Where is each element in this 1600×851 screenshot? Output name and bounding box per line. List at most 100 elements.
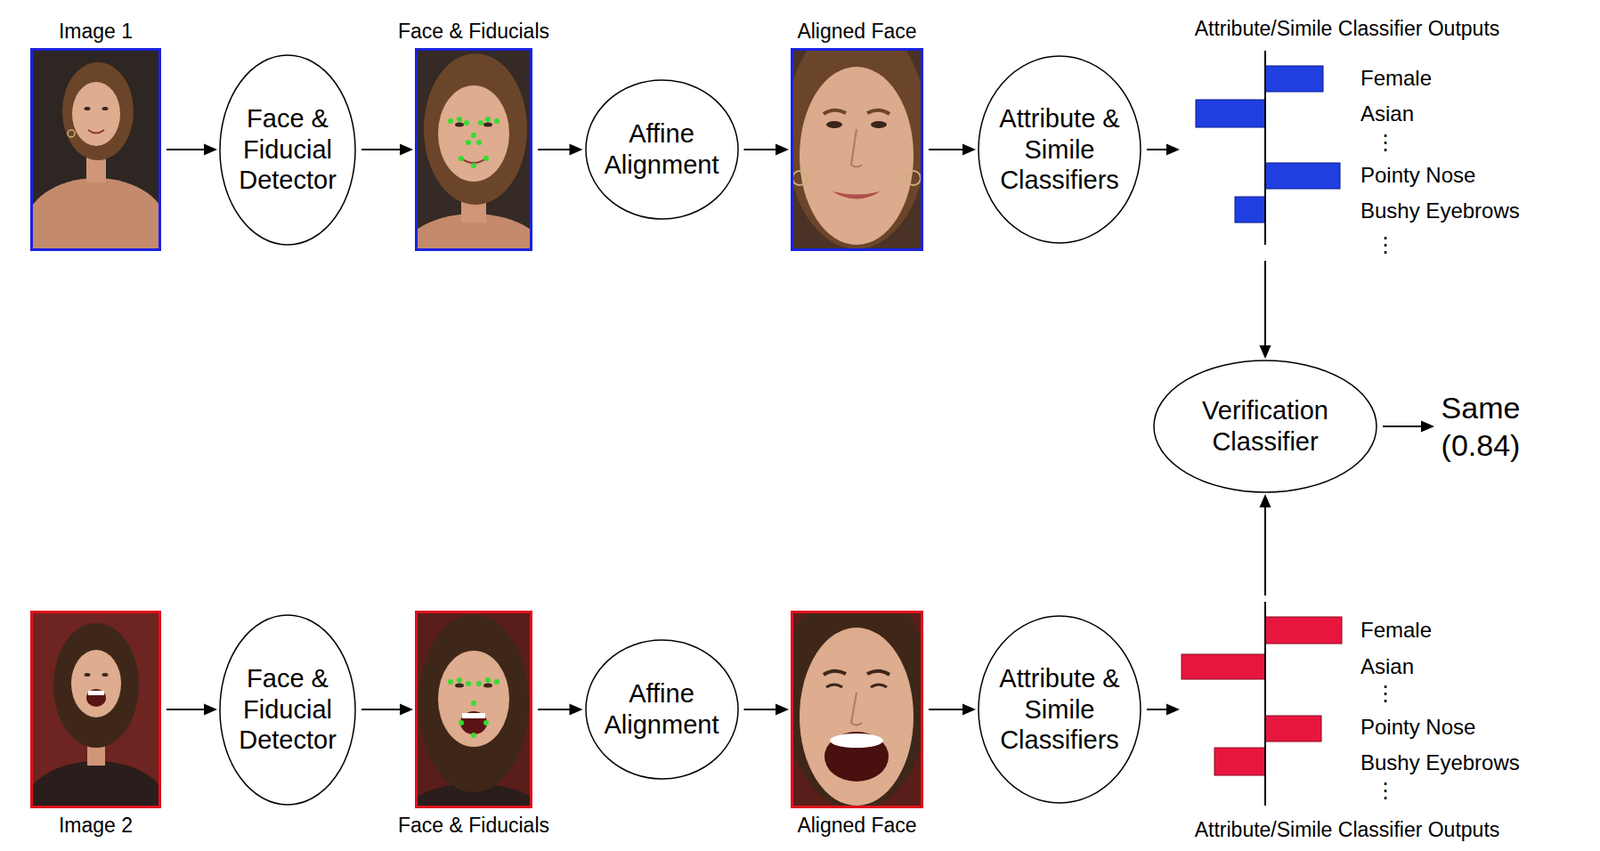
arrowhead (1259, 494, 1272, 508)
connector-line (361, 148, 402, 151)
fiducial-dot (485, 677, 491, 683)
arrowhead (962, 704, 976, 716)
fiducial-dot (485, 116, 491, 122)
photo-face (30, 48, 162, 252)
arrowhead (775, 144, 789, 156)
bar (1265, 65, 1324, 92)
caption-label: Face & Fiducials (397, 19, 550, 43)
ellipse-outline (1153, 359, 1378, 494)
fiducial-points (447, 116, 500, 169)
attribute-label: Pointy Nose (1360, 714, 1476, 740)
hair (62, 62, 134, 161)
fiducial-dot (458, 720, 464, 726)
fiducial-dot (483, 155, 489, 162)
connector-arrow (744, 144, 790, 156)
photo-background (414, 48, 533, 252)
photo-box: Aligned Face (790, 610, 924, 809)
fiducial-dot (458, 155, 464, 162)
bar (1181, 654, 1266, 680)
fiducial-dot (476, 681, 482, 687)
ellipse-shape (1153, 360, 1377, 493)
eye (84, 106, 91, 111)
fiducial-dot (476, 139, 482, 146)
fiducial-dot (494, 118, 500, 124)
process-ellipse: Face & Fiducial Detector (219, 54, 357, 246)
connector-arrow (361, 144, 414, 156)
photo-box: Aligned Face (790, 48, 924, 252)
connector-arrow (928, 144, 976, 156)
mouth (86, 689, 106, 707)
process-ellipse: Attribute & Simile Classifiers (977, 615, 1142, 805)
decision-ellipse: Verification Classifier (1153, 359, 1378, 494)
ellipse-shape (978, 56, 1141, 244)
hair (53, 623, 139, 748)
process-ellipse: Affine Alignment (584, 79, 740, 220)
connector-arrow (928, 704, 976, 716)
hair (423, 53, 528, 205)
ellipse-shape (219, 615, 356, 805)
caption-label: Face & Fiducials (397, 813, 550, 837)
earring (792, 170, 807, 186)
fiducial-dot (456, 116, 463, 122)
hair (418, 614, 529, 793)
caption-label: Aligned Face (796, 19, 917, 43)
eye (102, 106, 109, 111)
fiducial-dot (471, 732, 477, 739)
connector-line (744, 708, 779, 711)
eye (483, 683, 493, 689)
connector-arrow (166, 704, 218, 716)
axis-line (1264, 601, 1267, 806)
earring (67, 129, 75, 138)
connector-line (361, 708, 402, 711)
attribute-label: Pointy Nose (1360, 162, 1476, 188)
node-label: Face & Fiducial Detector (237, 663, 339, 756)
face (72, 81, 121, 147)
attribute-label: Asian (1360, 101, 1414, 127)
nose (851, 692, 862, 726)
connector-line (928, 708, 965, 711)
fiducial-points (447, 677, 500, 739)
face (71, 649, 122, 718)
node-label: Face & Fiducial Detector (237, 103, 339, 196)
face (438, 650, 510, 748)
ellipse-text: Face & Fiducial Detector (237, 663, 339, 756)
photo-face (790, 610, 924, 809)
fiducial-dot (471, 132, 477, 139)
face (438, 85, 510, 182)
arrowhead (775, 704, 789, 716)
ellipse-text: Affine Alignment (602, 118, 721, 181)
attribute-label: Bushy Eyebrows (1360, 198, 1520, 224)
arrowhead (203, 704, 218, 716)
fiducial-dot (471, 700, 477, 707)
connector-arrow (1382, 421, 1435, 433)
eye (870, 121, 887, 129)
face (799, 627, 914, 806)
hair (790, 48, 924, 250)
connector-line (1146, 148, 1169, 151)
attribute-label: ⋮ (1374, 778, 1397, 804)
hair (790, 610, 924, 809)
axis-line (1264, 50, 1267, 245)
photo-face (30, 610, 162, 809)
connector-line (744, 148, 779, 151)
photo-face (414, 48, 533, 252)
node-label: Attribute & Simile Classifiers (998, 663, 1121, 756)
eye (826, 121, 843, 129)
fiducial-dot (465, 681, 472, 687)
ellipse-text: Affine Alignment (602, 678, 721, 741)
process-ellipse: Affine Alignment (584, 639, 740, 780)
connector-line (1264, 505, 1267, 596)
eyebrow (867, 671, 890, 675)
bar (1265, 162, 1341, 189)
ellipse-shape (978, 616, 1141, 804)
connector-arrow (1146, 704, 1180, 716)
ellipse-shape (585, 640, 739, 780)
fiducial-dot (465, 139, 472, 146)
mouth (824, 731, 889, 782)
photo-box: Face & Fiducials (414, 48, 533, 252)
arrowhead (399, 144, 414, 156)
face (799, 66, 914, 245)
ellipse-shape (219, 55, 356, 245)
bar (1265, 715, 1322, 742)
arrowhead (569, 144, 584, 156)
